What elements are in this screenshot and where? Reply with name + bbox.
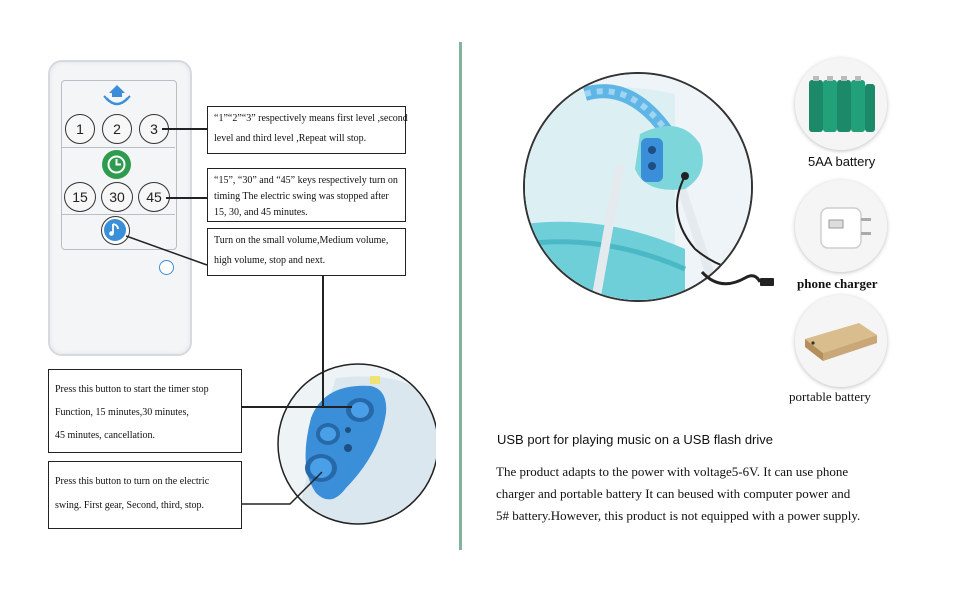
power-text-line: charger and portable battery It can beus… [496,486,851,501]
pointer-line [242,470,324,506]
panel-separator [61,147,175,148]
power-text-line: The product adapts to the power with vol… [496,464,849,479]
powerbank-label: portable battery [789,389,871,404]
level-3-key[interactable]: 3 [139,114,169,144]
power-text-line: 5# battery.However, this product is not … [496,508,861,523]
timing-keys-note: “15”, “30” and “45” keys respectively tu… [207,168,406,222]
volume-note: Turn on the small volume,Medium volume, … [207,228,406,276]
panel-divider [459,42,462,550]
swing-icon [103,84,131,110]
remote-key-panel [61,80,177,250]
pointer-line [162,128,207,130]
pointer-line [125,234,208,266]
charger-label: phone charger [797,276,878,291]
timer-45-key[interactable]: 45 [138,182,170,212]
timer-button-note: Press this button to start the timer sto… [48,369,242,453]
timer-30-key[interactable]: 30 [101,182,133,212]
battery-label: 5AA battery [808,154,876,169]
phone-charger-image [795,180,887,272]
level-1-key[interactable]: 1 [65,114,95,144]
clock-icon[interactable] [102,150,131,179]
usb-cable [700,252,780,302]
pointer-line [166,197,207,199]
level-keys-note: “1”“2”“3” respectively means first level… [207,106,408,154]
panel-separator [61,214,175,215]
pointer-line [322,276,324,406]
music-note-icon[interactable] [101,216,130,245]
level-2-key[interactable]: 2 [102,114,132,144]
swing-product-photo [523,72,753,302]
aa-battery-image [795,58,887,150]
power-button-note: Press this button to turn on the electri… [48,461,242,529]
device-control-panel [276,358,439,528]
power-bank-image [795,295,887,387]
indicator-light [159,260,174,275]
timer-15-key[interactable]: 15 [64,182,96,212]
usb-heading: USB port for playing music on a USB flas… [497,432,774,447]
pointer-line [242,406,352,408]
